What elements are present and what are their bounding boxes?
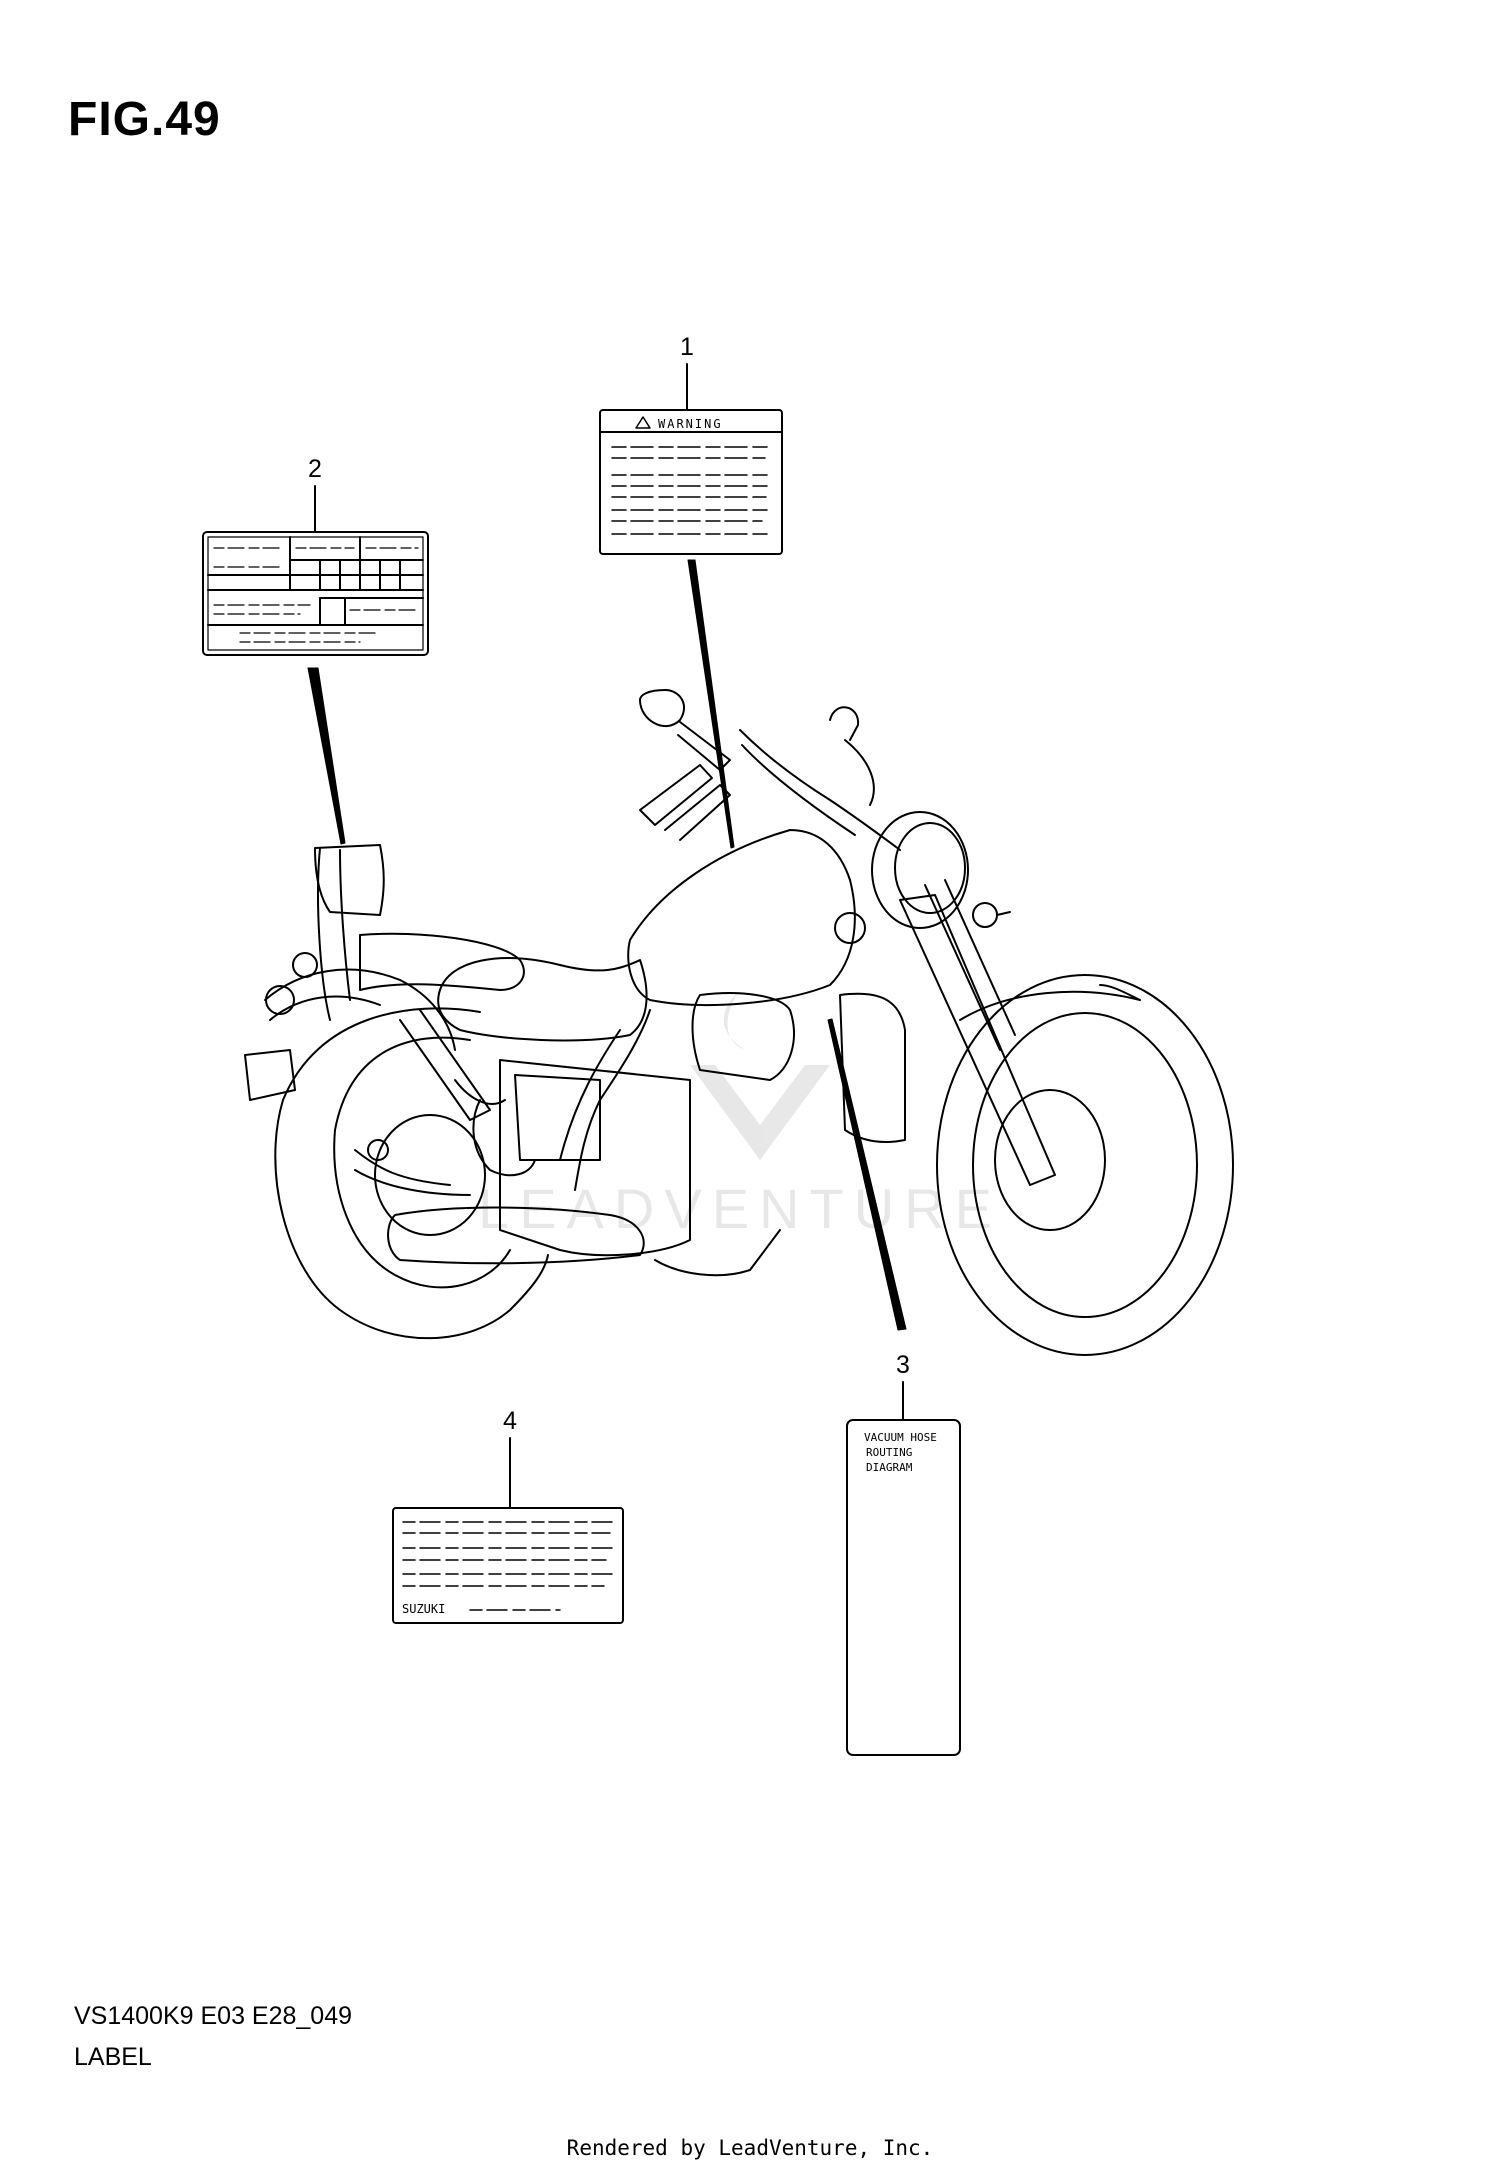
part-code: VS1400K9 E03 E28_049 bbox=[74, 2002, 353, 2030]
front-tire bbox=[936, 974, 1234, 1356]
handlebar bbox=[739, 729, 901, 851]
warning-heading: WARNING bbox=[658, 417, 723, 431]
vacuum-line-1: VACUUM HOSE bbox=[864, 1431, 937, 1444]
brand-label: SUZUKI bbox=[392, 1507, 624, 1624]
turn-signal-right bbox=[972, 902, 998, 928]
part-name: LABEL bbox=[74, 2043, 152, 2071]
leader-2 bbox=[307, 667, 346, 845]
rear-fender bbox=[264, 968, 456, 1051]
vacuum-line-2: ROUTING bbox=[866, 1446, 912, 1459]
callout-3: 3 bbox=[896, 1351, 910, 1379]
engine-side-cover bbox=[691, 992, 795, 1081]
callout-2: 2 bbox=[308, 455, 322, 483]
left-mirror bbox=[639, 689, 685, 727]
watermark-text: LEADVENTURE bbox=[478, 1177, 1002, 1240]
footer-credit: Rendered by LeadVenture, Inc. bbox=[566, 2136, 934, 2160]
rear-rim bbox=[333, 1036, 511, 1289]
callout-1: 1 bbox=[680, 333, 694, 361]
tail-light bbox=[244, 1049, 296, 1101]
seat bbox=[437, 957, 648, 1042]
figure-title: FIG.49 bbox=[68, 93, 221, 146]
vacuum-line-3: DIAGRAM bbox=[866, 1461, 913, 1474]
rear-signal-left bbox=[265, 985, 295, 1015]
vacuum-hose-label: VACUUM HOSE ROUTING DIAGRAM bbox=[846, 1419, 961, 1756]
left-grip bbox=[639, 764, 713, 826]
front-fender bbox=[959, 984, 1141, 1021]
front-hub bbox=[994, 1089, 1106, 1231]
fuel-tank bbox=[627, 829, 856, 1006]
rear-hub bbox=[374, 1114, 486, 1236]
right-mirror bbox=[829, 706, 860, 741]
leader-1 bbox=[687, 559, 735, 849]
headlight bbox=[871, 811, 969, 929]
rear-tire bbox=[274, 1007, 549, 1340]
front-fork bbox=[899, 894, 1056, 1186]
watermark: LEADVENTURE bbox=[478, 990, 1002, 1240]
backrest-pad bbox=[314, 844, 385, 916]
front-rim bbox=[972, 1012, 1198, 1318]
leader-3 bbox=[827, 1018, 907, 1331]
brand-text: SUZUKI bbox=[402, 1602, 445, 1616]
rear-signal-right bbox=[292, 952, 318, 978]
callout-4: 4 bbox=[503, 1407, 517, 1435]
engine-block bbox=[499, 1059, 691, 1257]
warning-label: WARNING bbox=[599, 409, 783, 555]
sissy-bar bbox=[317, 847, 351, 1021]
motorcycle-outline bbox=[244, 689, 1234, 1356]
exhaust-pipe bbox=[387, 1206, 645, 1265]
turn-signal-left bbox=[834, 912, 866, 944]
info-label bbox=[202, 531, 429, 656]
rear-axle bbox=[367, 1139, 389, 1161]
